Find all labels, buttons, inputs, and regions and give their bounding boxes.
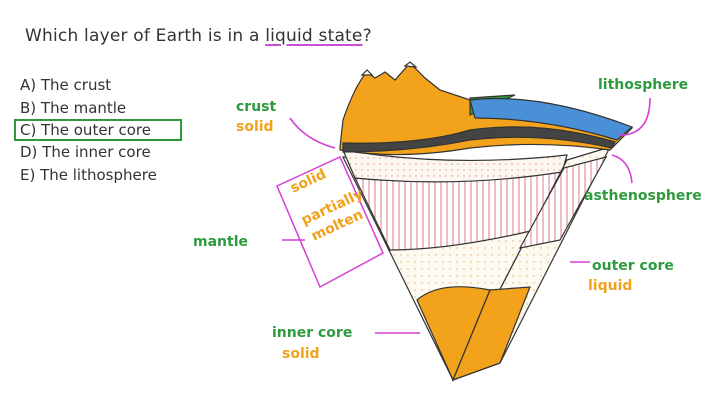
question-emphasis: liquid state <box>265 26 363 46</box>
label-inner-core: inner core <box>272 325 352 341</box>
wedge-right-face <box>451 146 612 382</box>
answer-options: A) The crust B) The mantle C) The outer … <box>14 74 182 186</box>
option-a[interactable]: A) The crust <box>20 76 112 94</box>
label-crust: crust <box>236 99 277 115</box>
crust-surface <box>339 61 634 156</box>
option-c-selected[interactable]: C) The outer core <box>14 119 182 141</box>
label-asthenosphere: asthenosphere <box>584 188 702 204</box>
mantle-bracket <box>276 156 384 289</box>
option-b[interactable]: B) The mantle <box>20 98 127 117</box>
label-inner-core-state: solid <box>282 346 320 362</box>
label-crust-state: solid <box>236 119 274 135</box>
label-mantle: mantle <box>193 234 248 250</box>
label-outer-core-state: liquid <box>588 278 632 294</box>
option-d[interactable]: D) The inner core <box>20 143 151 161</box>
pointer-arrows <box>282 97 651 334</box>
ocean <box>469 97 634 141</box>
label-outer-core: outer core <box>592 258 674 274</box>
label-lithosphere: lithosphere <box>598 77 688 93</box>
wedge-left-face <box>341 149 569 382</box>
question-text: Which layer of Earth is in a liquid stat… <box>25 26 372 46</box>
option-e[interactable]: E) The lithosphere <box>20 165 157 184</box>
